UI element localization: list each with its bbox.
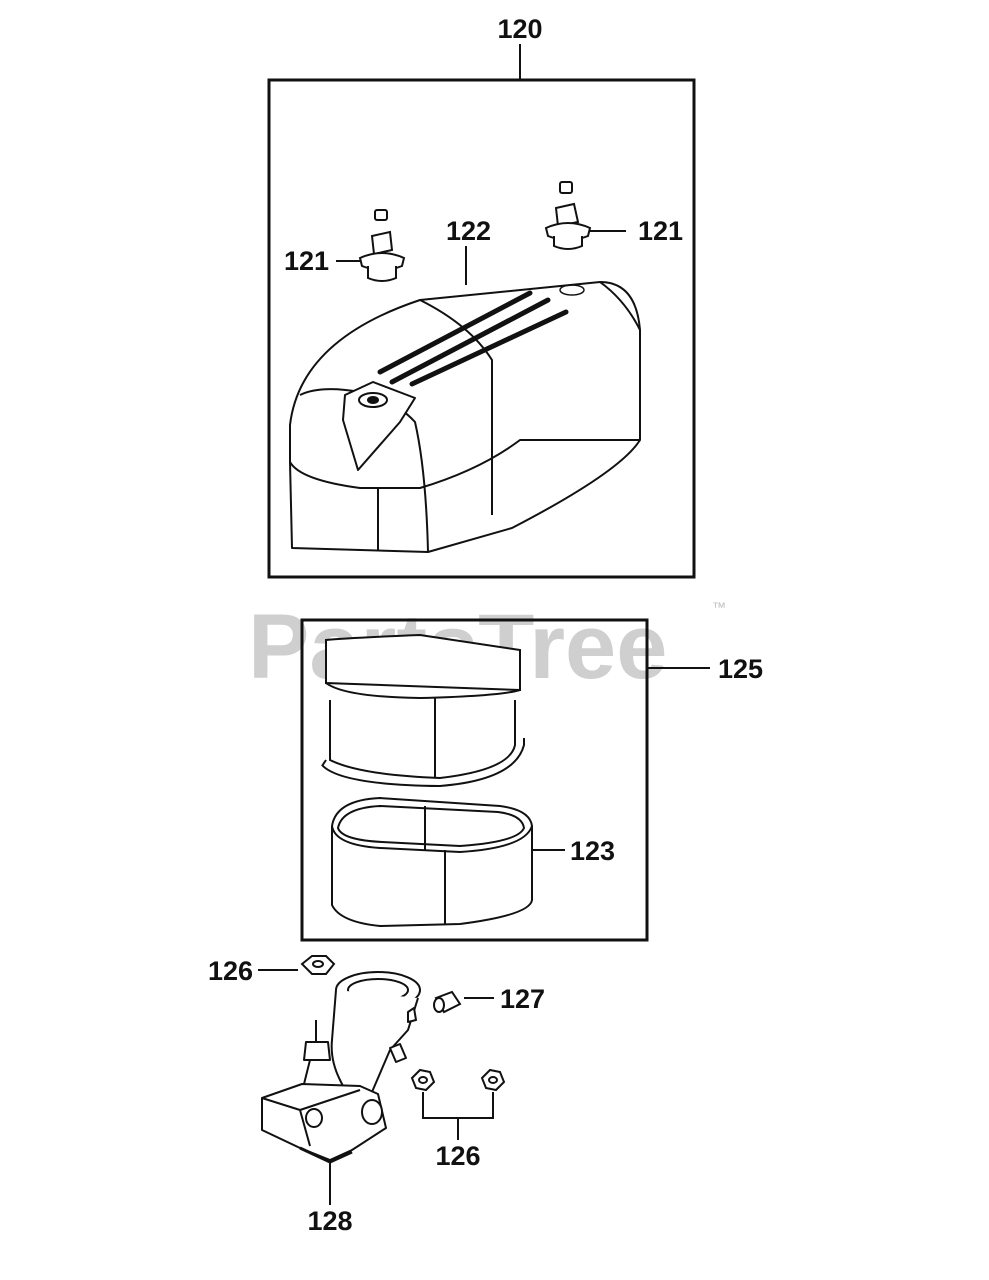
air-cleaner-cover[interactable] <box>289 281 641 553</box>
nut-pair[interactable] <box>410 1068 506 1092</box>
callout-126-pair[interactable]: 126 <box>435 1141 480 1171</box>
assembly-box-120 <box>267 78 696 579</box>
breather-tube[interactable] <box>433 990 462 1014</box>
callout-122[interactable]: 122 <box>446 216 491 246</box>
pre-cleaner[interactable] <box>330 796 534 928</box>
air-cleaner-base[interactable] <box>261 971 421 1164</box>
callout-127[interactable]: 127 <box>500 984 545 1014</box>
air-filter-element[interactable] <box>321 633 525 788</box>
knob-right[interactable] <box>544 181 592 250</box>
knob-left[interactable] <box>358 209 406 282</box>
callout-126-top[interactable]: 126 <box>208 956 253 986</box>
callout-123[interactable]: 123 <box>570 836 615 866</box>
callout-128[interactable]: 128 <box>307 1206 352 1236</box>
watermark-trademark: ™ <box>712 599 726 615</box>
callout-121-right[interactable]: 121 <box>638 216 683 246</box>
filter-kit-box-125 <box>300 618 649 942</box>
leader-126-pair <box>422 1092 494 1140</box>
nut-top[interactable] <box>300 955 336 975</box>
callout-120[interactable]: 120 <box>497 14 542 44</box>
callout-125[interactable]: 125 <box>718 654 763 684</box>
callout-121-left[interactable]: 121 <box>284 246 329 276</box>
